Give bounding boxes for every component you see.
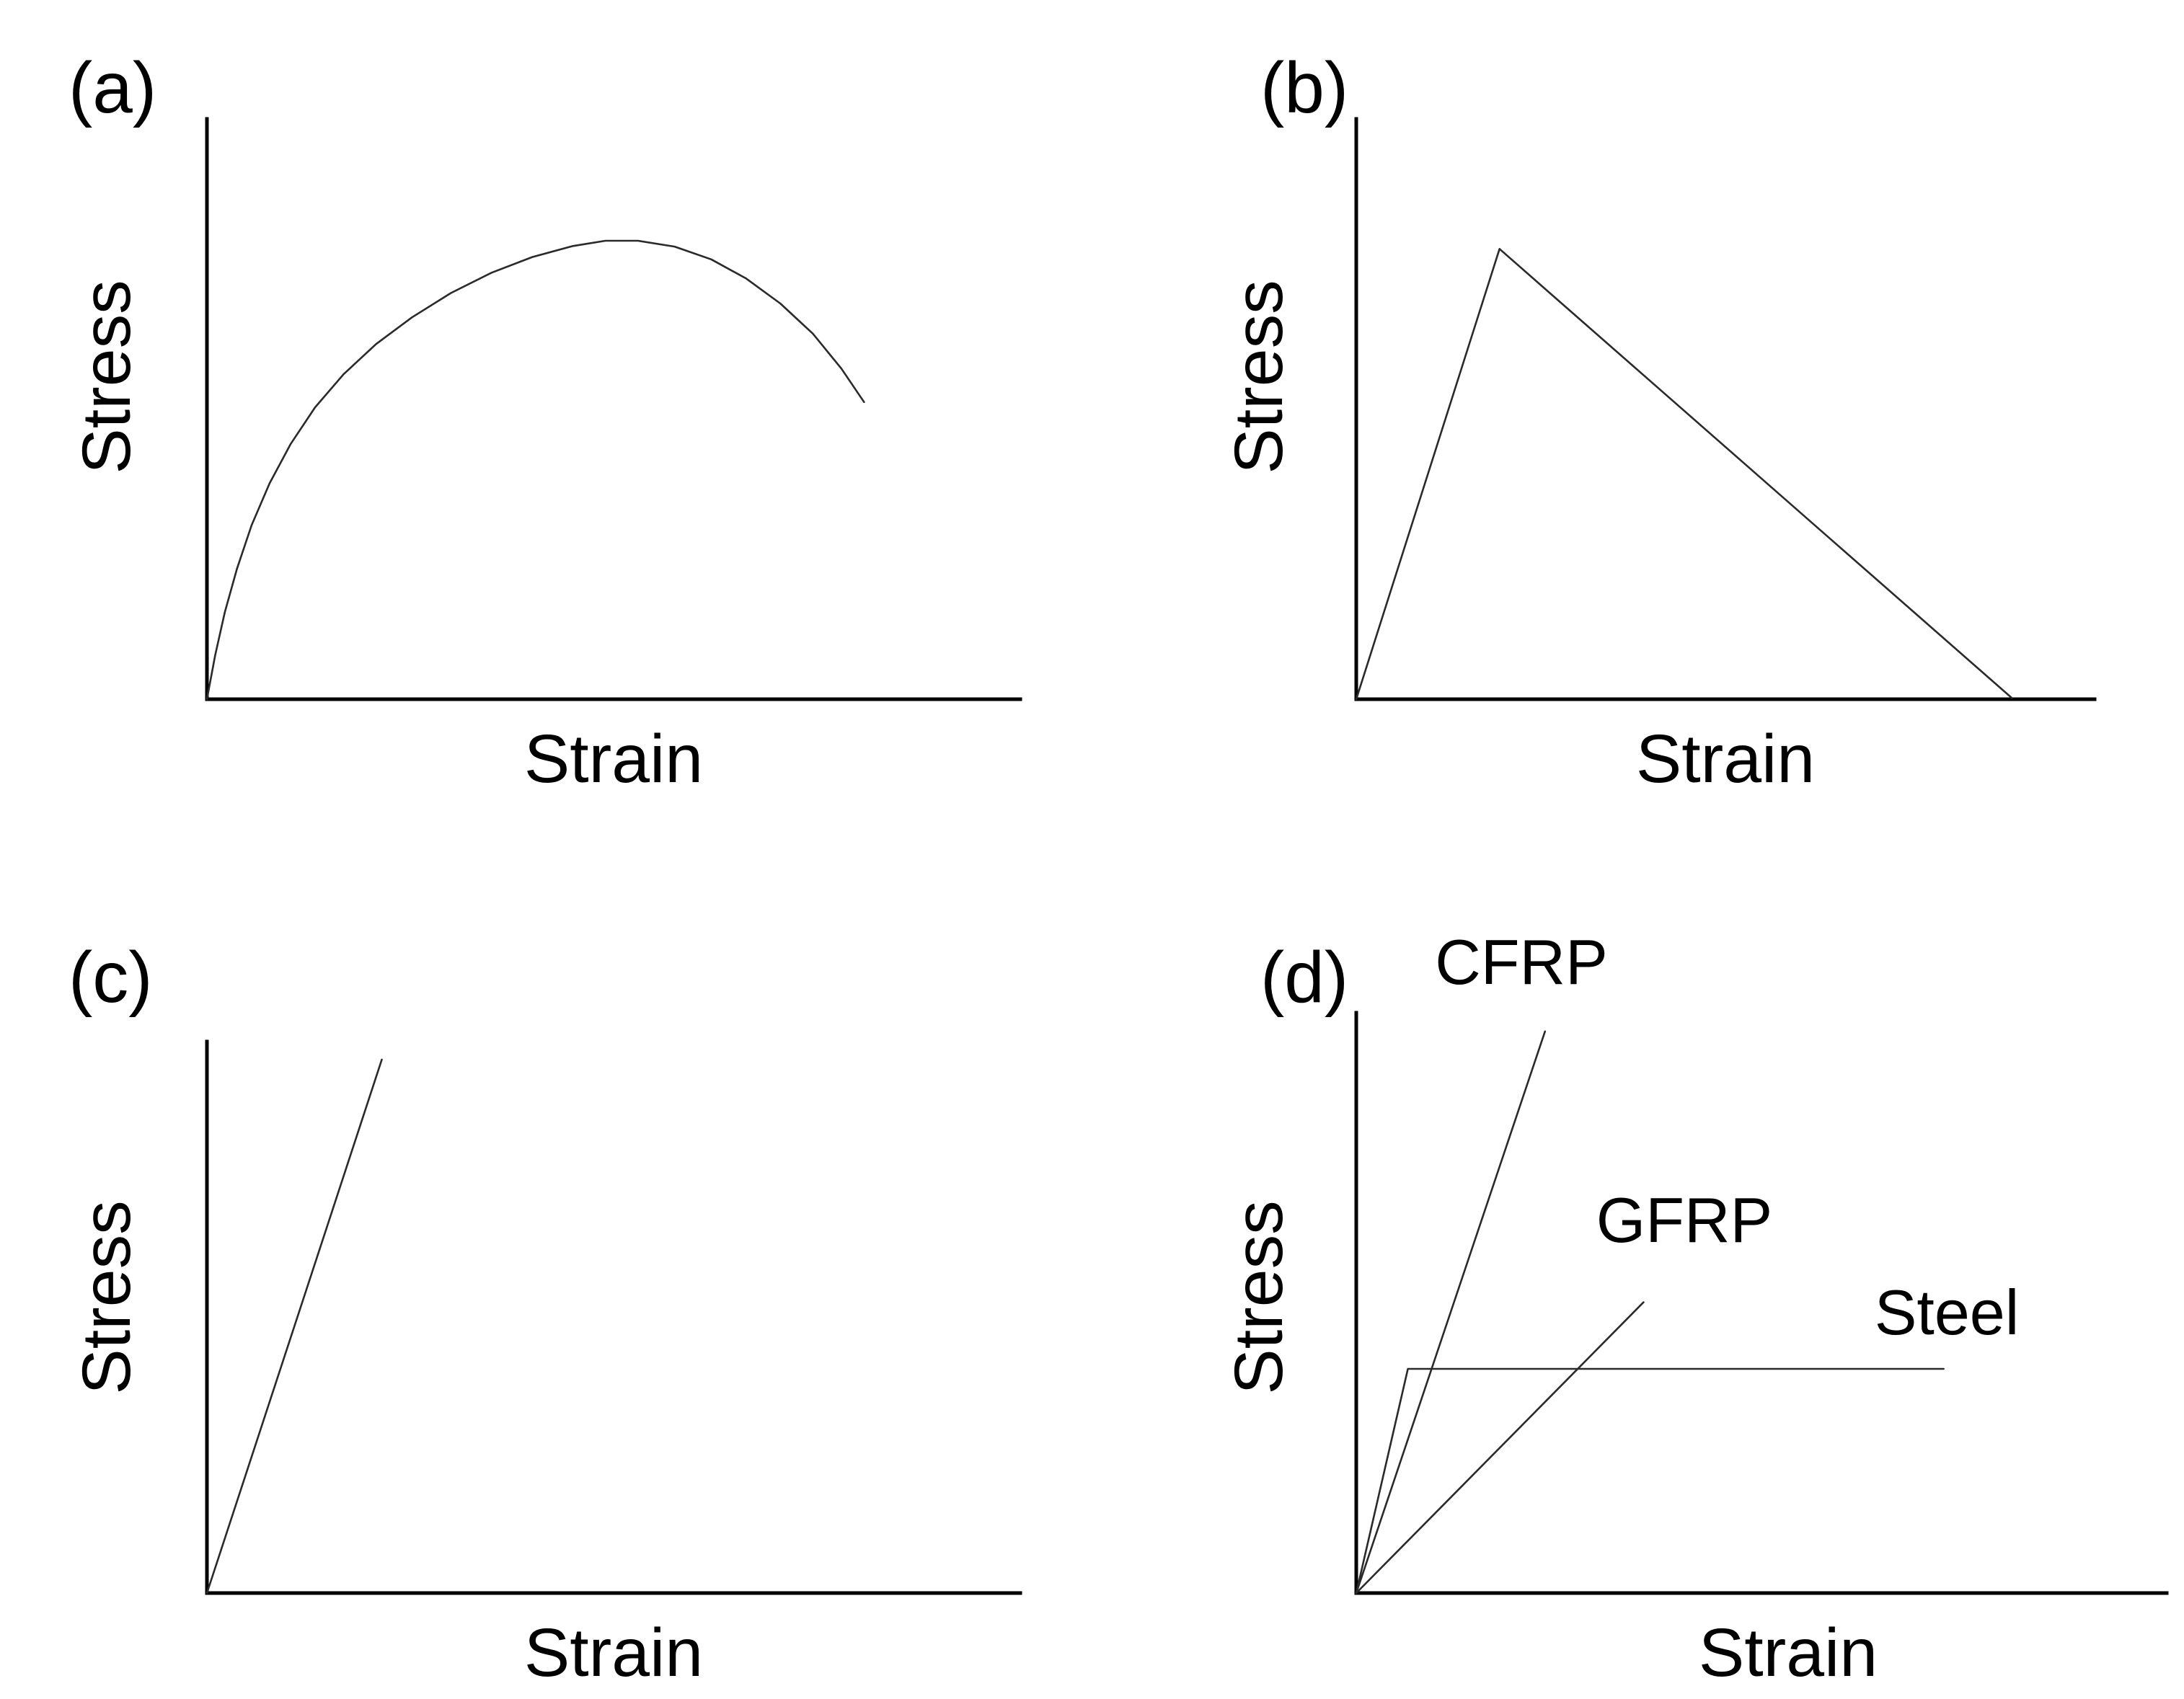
panel-b-stress-strain-curve: [1355, 247, 2013, 701]
panel-c-stress-strain-line: [205, 1058, 383, 1594]
series-label-cfrp: CFRP: [1435, 926, 1608, 998]
series-label-steel: Steel: [1875, 1277, 2020, 1348]
panel-a-stress-strain-curve: [205, 239, 865, 701]
panel-c: (c) Stress Strain: [68, 937, 1022, 1691]
panel-c-label: (c): [68, 937, 153, 1018]
panel-b: (b) Stress Strain: [1221, 48, 2097, 797]
panel-a-x-axis-label: Strain: [524, 721, 703, 797]
panel-d-label: (d): [1260, 937, 1348, 1018]
panel-d-cfrp-line: [1355, 1030, 1547, 1594]
panel-b-y-axis-label: Stress: [1221, 280, 1297, 474]
panel-d-steel-line: [1355, 1367, 1945, 1594]
panel-d-gfrp-line: [1355, 1301, 1645, 1594]
panel-d: (d) Stress Strain CFRP GFRP Steel: [1221, 926, 2169, 1691]
panel-a-y-axis-label: Stress: [68, 280, 145, 474]
series-label-gfrp: GFRP: [1596, 1184, 1772, 1256]
panel-c-y-axis-label: Stress: [68, 1200, 145, 1394]
panel-d-y-axis-label: Stress: [1221, 1200, 1297, 1394]
panel-c-x-axis-label: Strain: [524, 1615, 703, 1691]
panel-a-label: (a): [68, 48, 156, 128]
panel-b-x-axis-label: Strain: [1636, 721, 1815, 797]
panel-b-label: (b): [1260, 48, 1348, 128]
panel-d-x-axis-label: Strain: [1699, 1615, 1878, 1691]
panel-a: (a) Stress Strain: [68, 48, 1022, 797]
